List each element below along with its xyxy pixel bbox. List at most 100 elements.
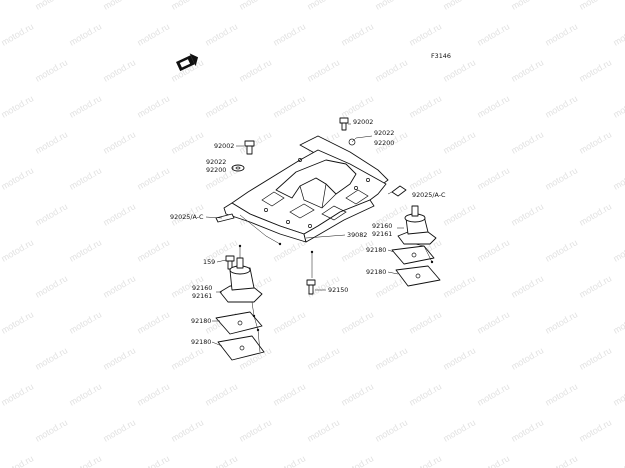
watermark-text: motod.ru <box>0 129 1 155</box>
watermark-text: motod.ru <box>271 453 307 468</box>
watermark-text: motod.ru <box>577 57 613 83</box>
watermark-text: motod.ru <box>475 93 511 119</box>
watermark-text: motod.ru <box>543 453 579 468</box>
watermark-text: motod.ru <box>0 57 1 83</box>
watermark-text: motod.ru <box>475 309 511 335</box>
watermark-text: motod.ru <box>203 93 239 119</box>
watermark-text: motod.ru <box>407 381 443 407</box>
watermark-text: motod.ru <box>271 381 307 407</box>
watermark-text: motod.ru <box>271 237 307 263</box>
watermark-text: motod.ru <box>203 21 239 47</box>
watermark-text: motod.ru <box>0 165 35 191</box>
bolt-92002-top <box>339 117 349 131</box>
watermark-text: motod.ru <box>33 57 69 83</box>
watermark-text: motod.ru <box>169 0 205 12</box>
watermark-text: motod.ru <box>339 381 375 407</box>
label-92180-left-b: 92180 <box>191 338 211 346</box>
watermark-text: motod.ru <box>271 93 307 119</box>
watermark-text: motod.ru <box>475 21 511 47</box>
watermark-text: motod.ru <box>67 453 103 468</box>
watermark-text: motod.ru <box>475 165 511 191</box>
watermark-text: motod.ru <box>67 21 103 47</box>
watermark-text: motod.ru <box>135 453 171 468</box>
label-159: 159 <box>203 258 215 266</box>
watermark-text: motod.ru <box>0 381 35 407</box>
watermark-text: motod.ru <box>543 381 579 407</box>
label-92200-top: 92200 <box>374 139 394 147</box>
label-92025-left: 92025/A-C <box>170 213 204 221</box>
label-39082: 39082 <box>347 231 367 239</box>
watermark-text: motod.ru <box>373 0 409 12</box>
watermark-text: motod.ru <box>271 21 307 47</box>
part-labels: 92002 92022 92200 92002 92022 92200 9202… <box>170 118 446 346</box>
watermark-text: motod.ru <box>543 93 579 119</box>
watermark-text: motod.ru <box>169 129 205 155</box>
watermark-text: motod.ru <box>305 417 341 443</box>
label-92161-right: 92161 <box>372 230 392 238</box>
watermark-text: motod.ru <box>33 0 69 12</box>
watermark-text: motod.ru <box>611 165 625 191</box>
watermark-text: motod.ru <box>509 129 545 155</box>
watermark-text: motod.ru <box>33 273 69 299</box>
watermark-text: motod.ru <box>67 381 103 407</box>
watermark-text: motod.ru <box>611 453 625 468</box>
watermark-text: motod.ru <box>339 453 375 468</box>
engine-mount-right <box>397 205 437 245</box>
watermark-text: motod.ru <box>373 57 409 83</box>
watermark-text: motod.ru <box>611 309 625 335</box>
watermark-text: motod.ru <box>33 201 69 227</box>
watermark-text: motod.ru <box>509 417 545 443</box>
watermark-text: motod.ru <box>67 165 103 191</box>
watermark-text: motod.ru <box>441 417 477 443</box>
watermark-text: motod.ru <box>237 0 273 12</box>
watermark-text: motod.ru <box>135 165 171 191</box>
watermark-text: motod.ru <box>0 201 1 227</box>
bolt-92150 <box>306 279 316 295</box>
bolt-92002-left <box>244 140 255 155</box>
watermark-text: motod.ru <box>577 201 613 227</box>
watermark-text: motod.ru <box>0 417 1 443</box>
watermark-text: motod.ru <box>577 0 613 12</box>
watermark-text: motod.ru <box>67 309 103 335</box>
clip-92025-left <box>215 213 235 223</box>
watermark-text: motod.ru <box>475 453 511 468</box>
watermark-text: motod.ru <box>0 453 35 468</box>
watermark-text: motod.ru <box>0 237 35 263</box>
label-92022-top: 92022 <box>374 129 394 137</box>
watermark-text: motod.ru <box>67 93 103 119</box>
label-92160-left: 92160 <box>192 284 212 292</box>
watermark-text: motod.ru <box>611 381 625 407</box>
label-92150: 92150 <box>328 286 348 294</box>
watermark-text: motod.ru <box>0 21 35 47</box>
leader-lines <box>205 123 433 353</box>
label-92180-right-b: 92180 <box>366 268 386 276</box>
watermark-text: motod.ru <box>237 129 273 155</box>
watermark-text: motod.ru <box>0 345 1 371</box>
watermark-text: motod.ru <box>33 345 69 371</box>
watermark-text: motod.ru <box>0 273 1 299</box>
watermark-text: motod.ru <box>0 0 1 12</box>
plate-92180-right-b <box>395 265 441 287</box>
watermark-text: motod.ru <box>441 201 477 227</box>
label-92025-right: 92025/A-C <box>412 191 446 199</box>
watermark-text: motod.ru <box>339 21 375 47</box>
watermark-text: motod.ru <box>169 345 205 371</box>
watermark-text: motod.ru <box>101 129 137 155</box>
watermark-text: motod.ru <box>33 417 69 443</box>
label-92180-right-a: 92180 <box>366 246 386 254</box>
watermark-text: motod.ru <box>101 57 137 83</box>
watermark-text: motod.ru <box>441 345 477 371</box>
watermark-text: motod.ru <box>509 273 545 299</box>
watermark-text: motod.ru <box>509 57 545 83</box>
watermark-text: motod.ru <box>237 57 273 83</box>
watermark-text: motod.ru <box>509 201 545 227</box>
watermark-text: motod.ru <box>305 345 341 371</box>
clip-92025-right <box>391 185 407 197</box>
watermark-text: motod.ru <box>67 237 103 263</box>
watermark-text: motod.ru <box>101 417 137 443</box>
watermark-text: motod.ru <box>611 93 625 119</box>
watermark-text: motod.ru <box>509 0 545 12</box>
watermark-text: motod.ru <box>271 309 307 335</box>
watermark-text: motod.ru <box>135 237 171 263</box>
